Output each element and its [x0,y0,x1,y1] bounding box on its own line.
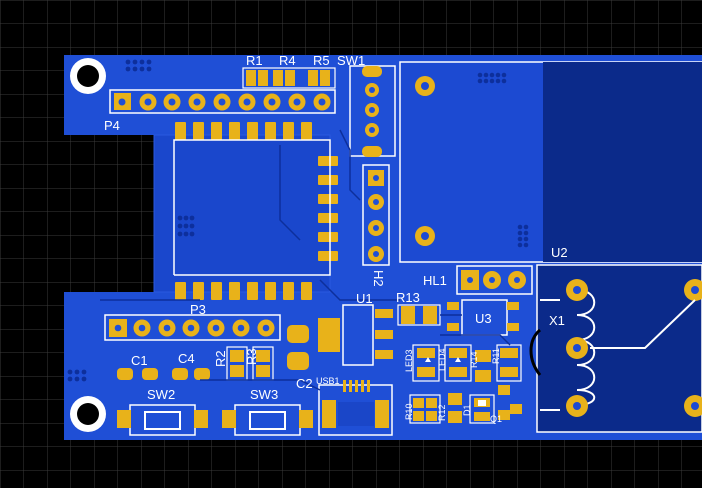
switch-SW1 [349,65,396,157]
label-H2: H2 [371,270,386,287]
display-module [399,61,702,263]
label-P3: P3 [190,302,206,317]
label-SW1: SW1 [337,53,365,68]
label-R10: R10 [404,403,414,420]
header-HL1 [456,265,533,295]
label-R12: R12 [437,404,447,421]
rf-module [153,122,338,300]
mounting-hole-bottom [70,396,106,432]
label-R13: R13 [396,290,420,305]
button-SW2 [117,404,208,436]
label-U2: U2 [551,245,568,260]
connector-USB1 [318,380,393,436]
label-P4: P4 [104,118,120,133]
label-R4: R4 [279,53,296,68]
header-P3 [104,314,281,341]
header-H2 [362,164,390,266]
via-cluster-top-left [125,59,152,72]
label-X1: X1 [549,313,565,328]
passives-left [117,325,309,380]
label-SW2: SW2 [147,387,175,402]
label-LED4: LED4 [437,348,447,371]
label-R14: R14 [469,351,479,368]
label-U3: U3 [475,311,492,326]
label-SW3: SW3 [250,387,278,402]
label-HL1: HL1 [423,273,447,288]
silkscreen-labels: R1 R4 R5 SW1 P4 H2 U2 HL1 R13 U1 U3 X1 P… [104,53,568,424]
label-Q1: Q1 [490,414,502,424]
label-LED3: LED3 [404,349,414,372]
label-USB1: USB1 [316,376,340,386]
module-bottom-pads [175,282,312,300]
button-SW3 [222,404,313,436]
label-R5: R5 [313,53,330,68]
label-C2: C2 [296,376,313,391]
mounting-hole-top [70,58,106,94]
label-U1: U1 [356,291,373,306]
header-P4 [109,89,336,114]
traces [100,129,511,391]
via-cluster-bottom-left [67,369,87,382]
passives-bottom-right [409,344,522,424]
module-right-pads [318,156,338,261]
module-top-pads [175,122,312,140]
label-R1: R1 [246,53,263,68]
label-C4: C4 [178,351,195,366]
label-C1: C1 [131,353,148,368]
resistors-top [242,67,336,89]
label-R2: R2 [213,350,228,367]
label-D1: D1 [462,404,472,416]
module-U2 [529,264,702,433]
label-R3: R3 [244,348,259,365]
label-R11: R11 [491,348,501,364]
